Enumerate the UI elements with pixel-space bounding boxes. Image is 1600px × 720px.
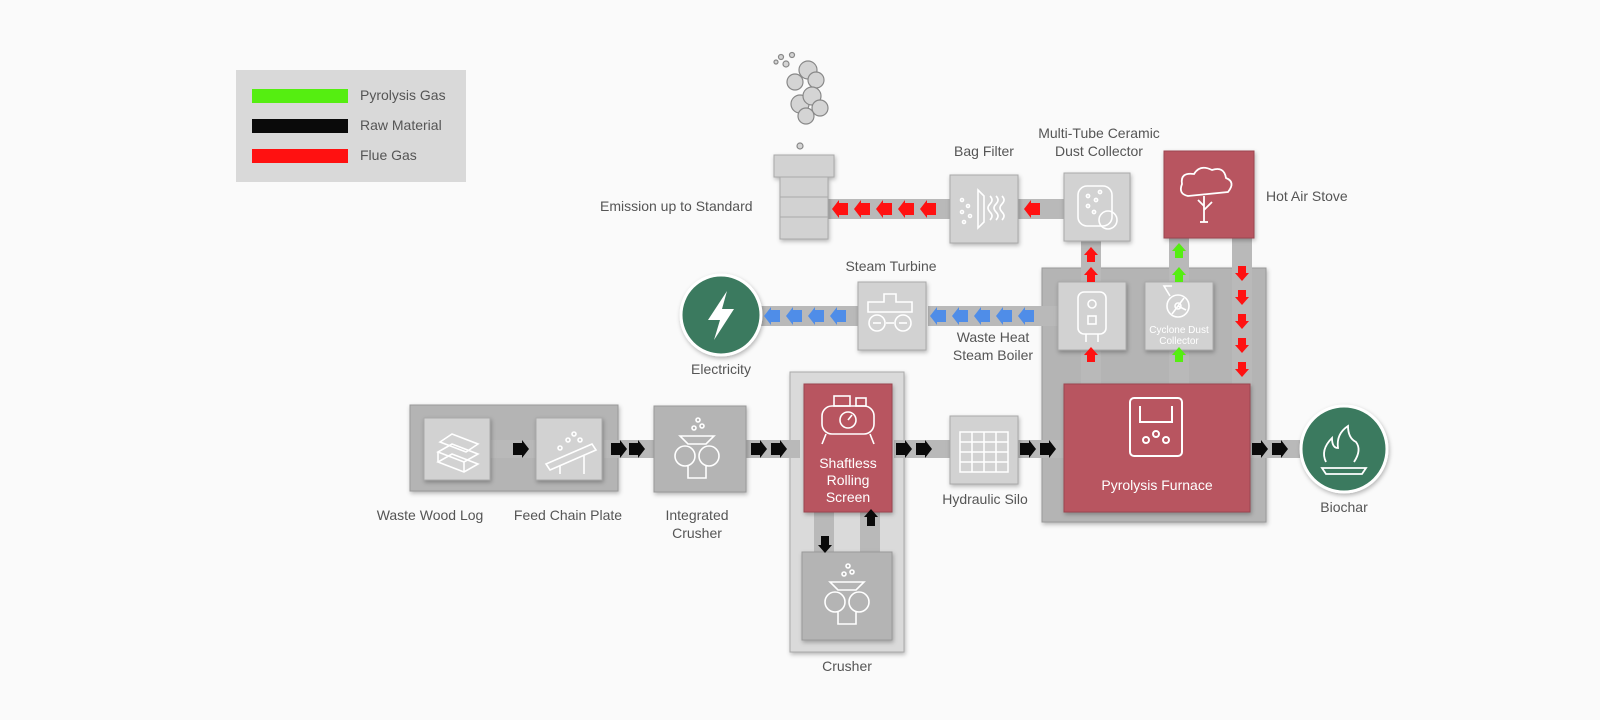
label-screen-line3: Screen — [825, 489, 871, 505]
lightning-icon — [708, 291, 734, 340]
feed-chain-icon — [544, 431, 598, 474]
hot-air-stove-icon — [1179, 166, 1233, 223]
label-integrated-line1: Integrated — [665, 507, 729, 523]
label-hydraulic-silo: Hydraulic Silo — [942, 491, 1028, 507]
label-cyclone-line1: Cyclone Dust — [1149, 325, 1209, 336]
label-boiler-line2: Steam Boiler — [952, 347, 1034, 363]
electricity-node — [679, 273, 763, 357]
furnace-icon — [1129, 397, 1183, 457]
boiler-icon — [1077, 291, 1107, 342]
label-screen-line2: Rolling — [826, 472, 870, 488]
pyrolysis-furnace-tile — [1063, 383, 1251, 513]
steam-turbine-tile — [857, 281, 927, 351]
rolling-screen-icon — [821, 395, 875, 445]
label-crusher: Crusher — [822, 658, 872, 674]
steam-turbine-icon — [867, 293, 913, 332]
cyclone-icon — [1162, 285, 1190, 318]
pyrolysis-gas-arrows — [1172, 243, 1186, 362]
fire-icon — [1320, 424, 1368, 475]
wood-log-icon — [436, 433, 480, 473]
legend: Pyrolysis Gas Raw Material Flue Gas — [236, 70, 466, 182]
legend-label-raw-material: Raw Material — [360, 117, 442, 133]
label-emission: Emission up to Standard — [600, 198, 753, 214]
hydraulic-silo-tile — [949, 415, 1019, 485]
legend-label-pyrolysis-gas: Pyrolysis Gas — [360, 87, 446, 103]
label-ceramic-line2: Dust Collector — [1055, 143, 1143, 159]
bag-filter-icon — [959, 188, 1005, 230]
flue-gas-arrows — [832, 200, 1249, 377]
steam-arrows — [764, 307, 1034, 325]
label-bag-filter: Bag Filter — [954, 143, 1014, 159]
label-steam-turbine: Steam Turbine — [845, 258, 937, 274]
ceramic-dust-collector-icon — [1077, 185, 1118, 230]
label-waste-wood: Waste Wood Log — [376, 507, 484, 523]
smoke-icon — [773, 51, 829, 150]
waste-wood-tile — [423, 417, 491, 481]
label-integrated-line2: Crusher — [672, 525, 722, 541]
label-screen-line1: Shaftless — [819, 455, 877, 471]
label-biochar: Biochar — [1320, 499, 1368, 515]
legend-label-flue-gas: Flue Gas — [360, 147, 417, 163]
hot-air-stove-tile — [1163, 150, 1255, 239]
label-cyclone-line2: Collector — [1159, 336, 1199, 347]
cyclone-dust-collector-tile — [1144, 281, 1214, 351]
legend-swatch-raw-material — [252, 119, 348, 133]
raw-material-arrows — [513, 440, 1288, 553]
crusher-tile — [801, 551, 893, 641]
waste-heat-boiler-tile — [1057, 281, 1127, 351]
crusher-icon-2 — [824, 563, 870, 625]
ceramic-dust-collector-tile — [1063, 172, 1131, 242]
label-pyrolysis-furnace: Pyrolysis Furnace — [1101, 477, 1213, 493]
legend-swatch-pyrolysis-gas — [252, 89, 348, 103]
bag-filter-tile — [949, 174, 1019, 244]
label-feed-chain: Feed Chain Plate — [513, 507, 623, 523]
chimney — [773, 154, 835, 240]
label-ceramic-line1: Multi-Tube Ceramic — [1038, 125, 1160, 141]
feed-chain-tile — [535, 417, 603, 481]
integrated-crusher-tile — [653, 405, 747, 493]
label-boiler-line1: Waste Heat — [956, 329, 1030, 345]
label-electricity: Electricity — [691, 361, 751, 377]
label-hot-air-stove: Hot Air Stove — [1266, 188, 1348, 204]
shaftless-rolling-screen-tile — [803, 383, 893, 513]
legend-swatch-flue-gas — [252, 149, 348, 163]
crusher-icon — [674, 417, 720, 479]
silo-icon — [959, 431, 1009, 473]
biochar-node — [1299, 404, 1389, 494]
